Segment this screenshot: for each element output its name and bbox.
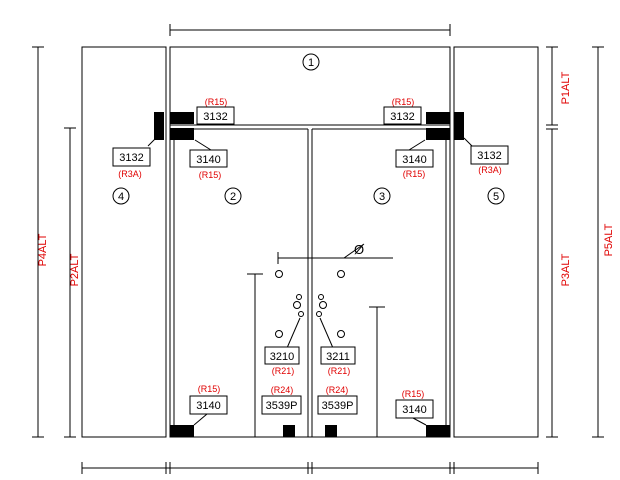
handle-guides xyxy=(247,243,393,437)
svg-text:(R21): (R21) xyxy=(272,366,295,376)
callout-left-outer: 3132 (R3A) xyxy=(112,147,151,179)
svg-text:3210: 3210 xyxy=(270,351,294,363)
svg-text:(R3A): (R3A) xyxy=(118,169,142,179)
svg-text:(R15): (R15) xyxy=(392,97,415,107)
svg-text:2: 2 xyxy=(230,191,236,203)
callout-right-outer: 3132 (R3A) xyxy=(470,145,509,175)
panel-number-5: 5 xyxy=(487,187,505,205)
svg-text:3140: 3140 xyxy=(196,400,220,412)
svg-text:(R21): (R21) xyxy=(328,366,351,376)
dimension-left-inner: P2ALT xyxy=(64,127,81,438)
panel-1-outline xyxy=(169,46,451,438)
hinge-block-left-outer xyxy=(154,112,164,140)
panel-5-outline xyxy=(453,46,539,438)
lock-block-right xyxy=(325,425,337,437)
svg-text:(R24): (R24) xyxy=(271,385,294,395)
dimension-right-inner: P1ALT P3ALT xyxy=(546,46,572,438)
patch-bottom-right xyxy=(426,425,450,437)
svg-text:3: 3 xyxy=(379,191,385,203)
svg-text:3140: 3140 xyxy=(402,404,426,416)
svg-text:(R3A): (R3A) xyxy=(478,165,502,175)
svg-text:(R15): (R15) xyxy=(402,389,425,399)
dimension-top xyxy=(169,24,451,36)
label-p2alt: P2ALT xyxy=(69,253,81,286)
leader-lines xyxy=(147,137,473,426)
label-p1alt: P1ALT xyxy=(560,71,572,104)
callout-top-right: (R15) 3132 xyxy=(383,97,422,125)
patch-top-left-lower xyxy=(170,128,194,140)
patch-top-left xyxy=(170,112,194,124)
dimension-left-outer: P4ALT xyxy=(32,46,49,438)
dimension-bottom xyxy=(81,462,539,474)
fixing-holes xyxy=(275,270,345,338)
patch-bottom-left xyxy=(170,425,194,437)
panel-4-outline xyxy=(81,46,167,438)
svg-text:3539P: 3539P xyxy=(266,400,298,412)
patch-top-right-lower xyxy=(426,128,450,140)
door-leaf-left xyxy=(173,128,309,437)
callout-lock-left: (R24) 3539P xyxy=(261,385,302,415)
callout-lock-right: (R24) 3539P xyxy=(317,385,358,415)
panel-number-2: 2 xyxy=(224,187,242,205)
panel-number-3: 3 xyxy=(373,187,391,205)
svg-text:3132: 3132 xyxy=(203,111,227,123)
callout-bottom-left: (R15) 3140 xyxy=(189,384,228,415)
diameter-symbol: Ø xyxy=(354,242,364,257)
svg-text:3132: 3132 xyxy=(390,111,414,123)
svg-text:4: 4 xyxy=(118,191,124,203)
svg-text:1: 1 xyxy=(308,57,314,69)
svg-text:(R15): (R15) xyxy=(205,97,228,107)
svg-text:(R24): (R24) xyxy=(326,385,349,395)
callout-bottom-right: (R15) 3140 xyxy=(395,389,434,419)
callout-handle-left: 3210 (R21) xyxy=(264,346,300,376)
label-p4alt: P4ALT xyxy=(37,233,49,266)
patch-top-right xyxy=(426,112,450,124)
svg-text:5: 5 xyxy=(493,191,499,203)
svg-text:3132: 3132 xyxy=(119,152,143,164)
svg-text:3140: 3140 xyxy=(196,154,220,166)
svg-text:(R15): (R15) xyxy=(198,384,221,394)
svg-text:(R15): (R15) xyxy=(199,170,222,180)
panel-number-4: 4 xyxy=(112,187,130,205)
door-leaf-right xyxy=(311,128,447,437)
callout-right-hinge: 3140 (R15) xyxy=(395,149,434,179)
svg-text:(R15): (R15) xyxy=(403,169,426,179)
svg-text:3140: 3140 xyxy=(402,154,426,166)
panel-number-1: 1 xyxy=(302,53,320,71)
svg-text:3132: 3132 xyxy=(477,150,501,162)
callout-left-hinge: 3140 (R15) xyxy=(189,149,228,180)
hinge-block-right-outer xyxy=(454,112,464,140)
label-p3alt: P3ALT xyxy=(560,253,572,286)
svg-text:3539P: 3539P xyxy=(322,400,354,412)
svg-text:3211: 3211 xyxy=(326,351,350,363)
lock-block-left xyxy=(283,425,295,437)
callout-top-left: (R15) 3132 xyxy=(196,97,235,125)
label-p5alt: P5ALT xyxy=(603,223,615,256)
dimension-right-outer: P5ALT xyxy=(592,46,615,438)
callout-handle-right: 3211 (R21) xyxy=(320,346,356,376)
